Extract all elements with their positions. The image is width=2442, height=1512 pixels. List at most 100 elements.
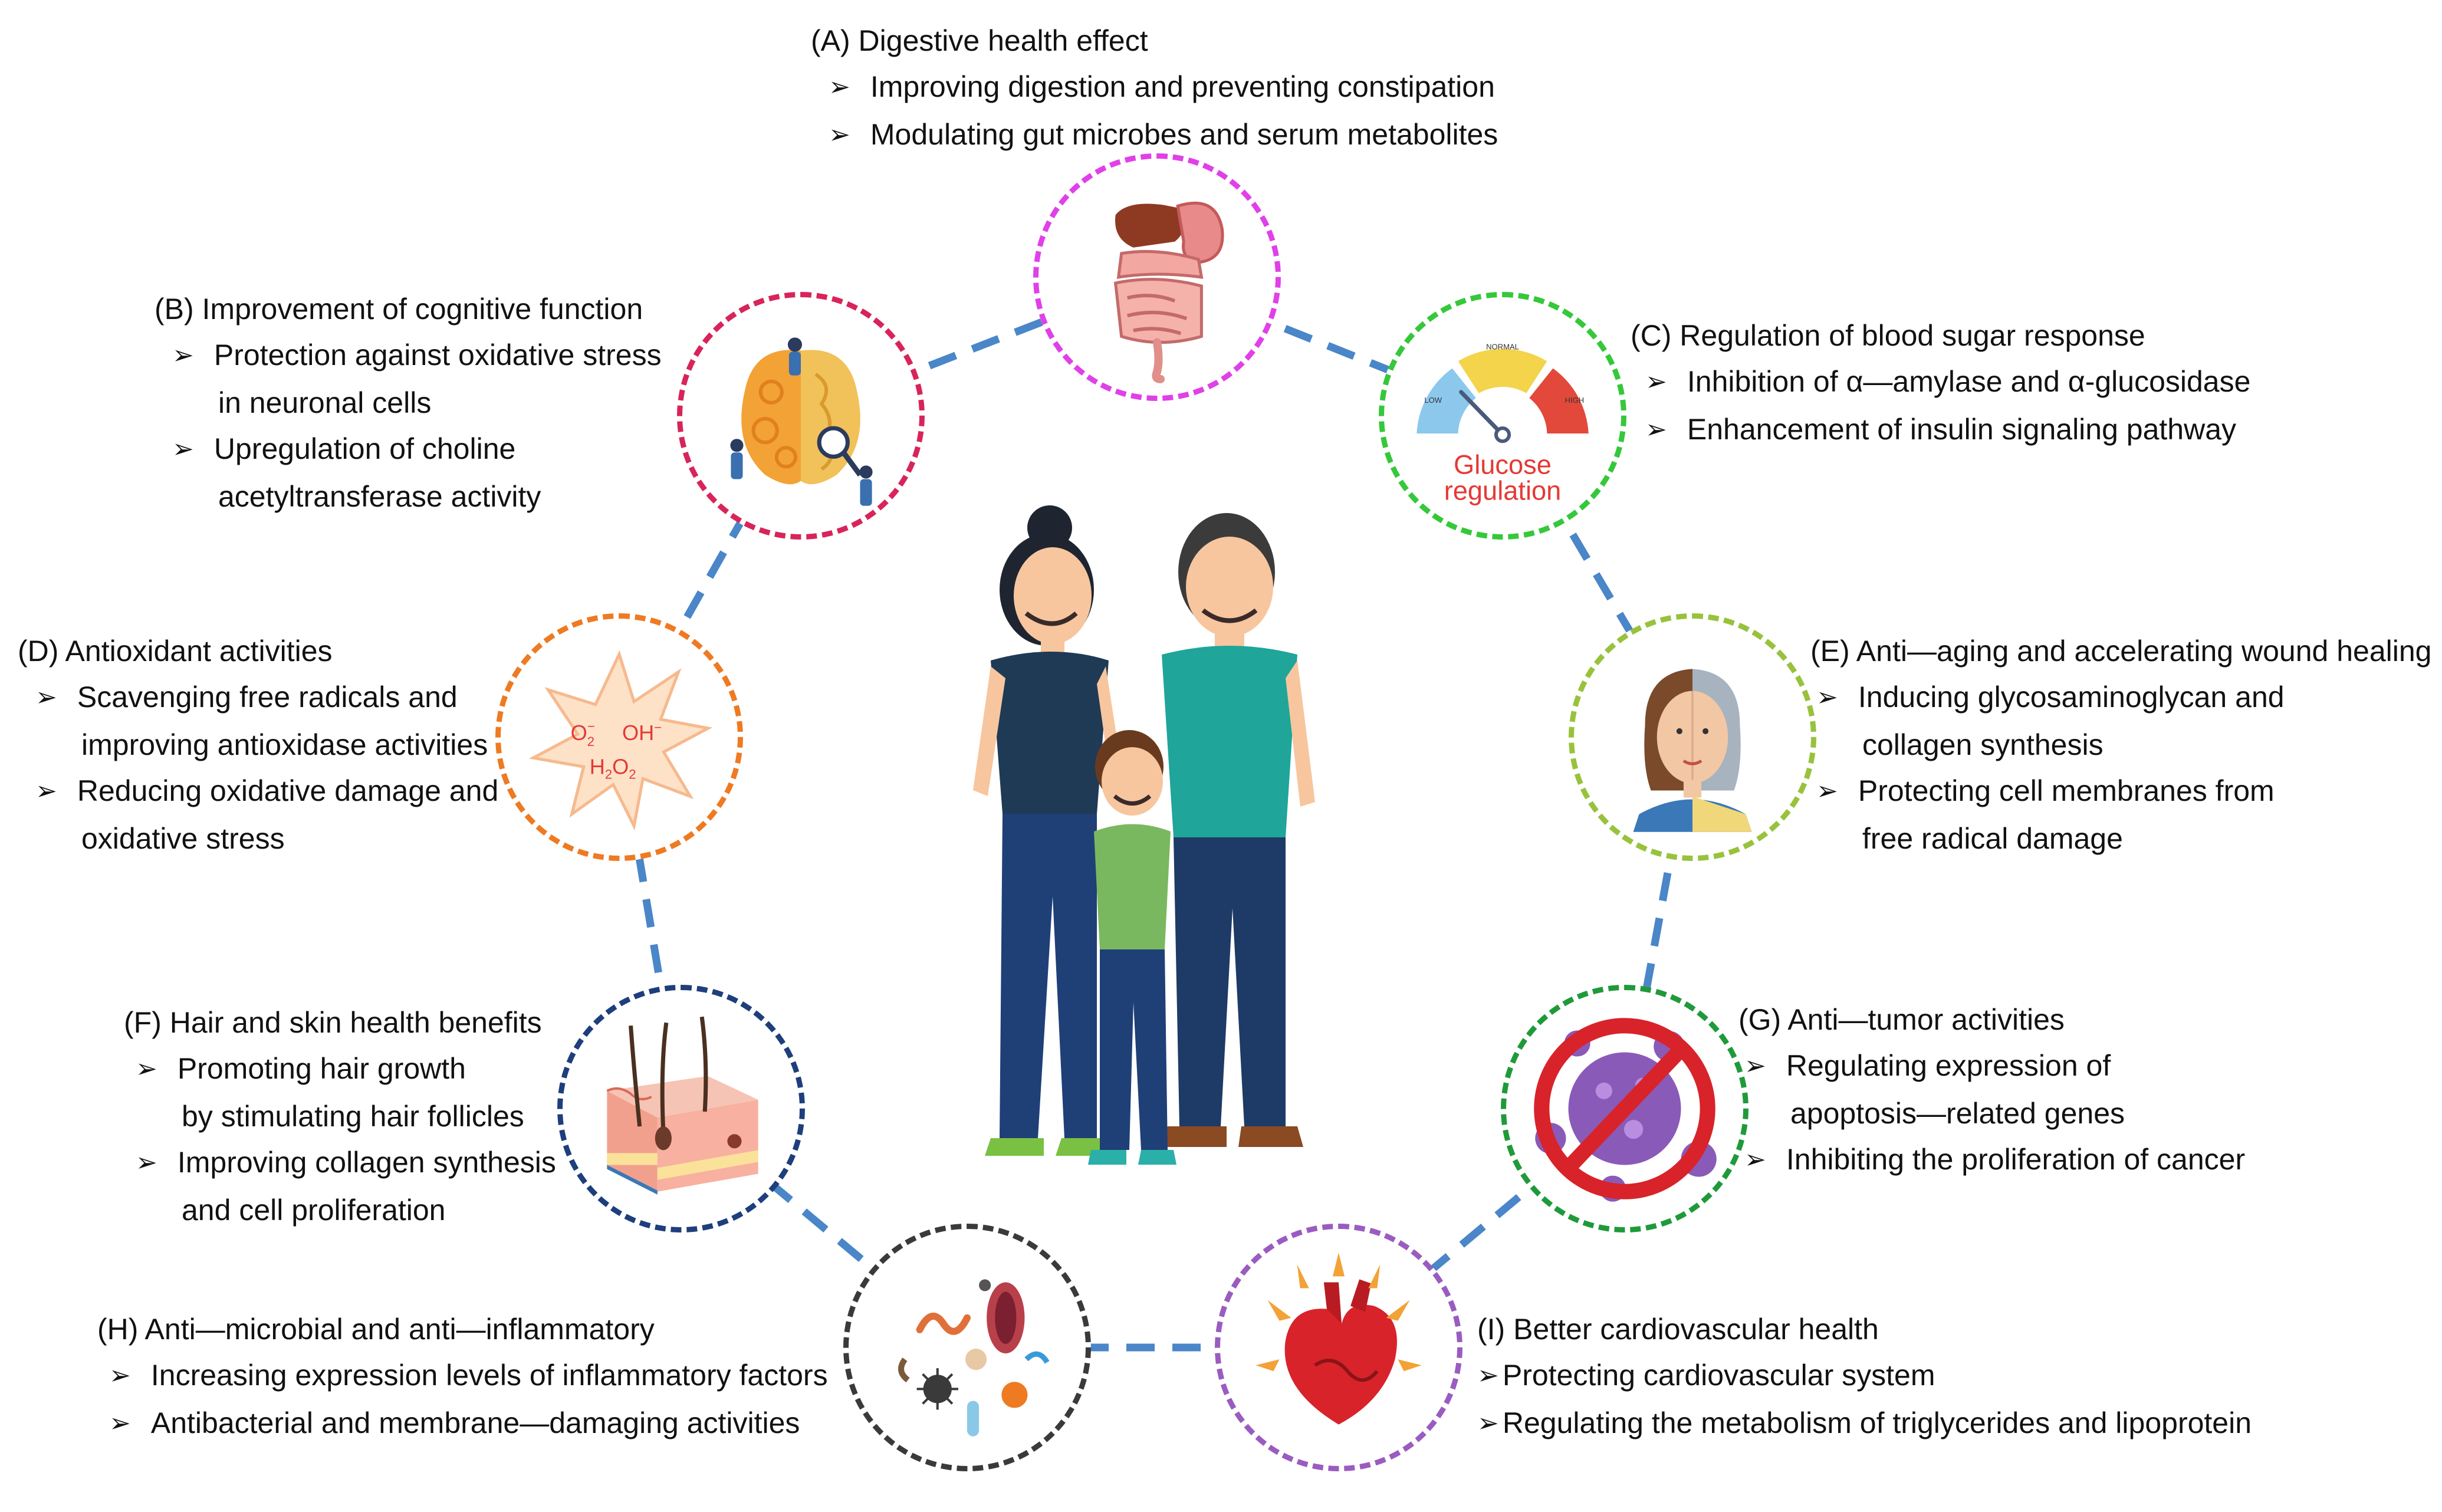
panel-a-list: ➢ Improving digestion and preventing cons… xyxy=(811,64,1498,159)
radical-h2o2: H2O2 xyxy=(590,754,636,781)
item-text: Promoting hair growth xyxy=(177,1052,466,1085)
panel-f-list: ➢ Promoting hair growth by stimulating hai… xyxy=(124,1046,556,1233)
panel-a-title: (A) Digestive health effect xyxy=(811,24,1148,57)
list-item: ➢ Modulating gut microbes and serum metab… xyxy=(829,111,1498,159)
panel-g-title: (G) Anti—tumor activities xyxy=(1738,1003,2065,1036)
panel-f-title: (F) Hair and skin health benefits xyxy=(124,1006,542,1039)
panel-h-list: ➢ Increasing expression levels of inflamm… xyxy=(97,1352,828,1448)
circle-anti-microbial xyxy=(843,1224,1091,1471)
item-text: Modulating gut microbes and serum metabo… xyxy=(870,118,1498,151)
arrow-bullet-icon: ➢ xyxy=(1477,1409,1499,1438)
panel-antioxidant: (D) Antioxidant activities ➢ Scavenging f… xyxy=(18,628,498,862)
free-radical-burst-icon: O2− OH− H2O2 xyxy=(528,650,713,831)
list-item: ➢ Enhancement of insulin signaling pathwa… xyxy=(1645,406,2250,454)
item-text: Improving digestion and preventing const… xyxy=(870,70,1495,103)
item-text: Protecting cell membranes from xyxy=(1858,774,2275,807)
arrow-bullet-icon: ➢ xyxy=(1477,1361,1499,1390)
panel-i-list: ➢Protecting cardiovascular system ➢Regul… xyxy=(1477,1352,2252,1448)
list-item: ➢ Scavenging free radicals and improving a… xyxy=(35,674,498,768)
panel-anti-aging: (E) Anti—aging and accelerating wound he… xyxy=(1810,628,2431,862)
arrow-bullet-icon: ➢ xyxy=(829,120,850,149)
skin-hair-follicle-icon xyxy=(606,1016,758,1195)
item-text: Protecting cardiovascular system xyxy=(1502,1359,1935,1392)
circle-glucose: LOW NORMAL HIGH Glucose regulation xyxy=(1379,292,1626,540)
list-item: ➢ Improving collagen synthesis and cell pr… xyxy=(136,1139,556,1233)
arrow-bullet-icon: ➢ xyxy=(1816,777,1838,806)
arrow-bullet-icon: ➢ xyxy=(35,683,57,712)
panel-c-title: (C) Regulation of blood sugar response xyxy=(1631,319,2145,352)
arrow-bullet-icon: ➢ xyxy=(109,1361,131,1390)
family-illustration xyxy=(973,505,1315,1165)
arrow-bullet-icon: ➢ xyxy=(109,1409,131,1438)
item-text-cont: free radical damage xyxy=(1862,822,2123,855)
list-item: ➢Protecting cardiovascular system xyxy=(1477,1352,2252,1400)
item-text: Increasing expression levels of inflamma… xyxy=(150,1359,828,1392)
arrow-bullet-icon: ➢ xyxy=(1816,683,1838,712)
glucose-gauge-icon: LOW NORMAL HIGH Glucose regulation xyxy=(1416,342,1589,506)
circle-anti-tumor xyxy=(1501,985,1748,1232)
no-tumor-cell-icon xyxy=(1534,1018,1717,1202)
radical-oh: OH− xyxy=(622,720,662,745)
item-text: Inducing glycosaminoglycan and xyxy=(1858,681,2285,714)
item-text-cont: improving antioxidase activities xyxy=(81,728,488,761)
panel-b-list: ➢ Protection against oxidative stress in n… xyxy=(155,332,662,520)
list-item: ➢ Improving digestion and preventing cons… xyxy=(829,64,1498,111)
list-item: ➢ Regulating expression of apoptosis—relat… xyxy=(1744,1043,2245,1136)
arrow-bullet-icon: ➢ xyxy=(136,1054,157,1083)
radical-o2: O2− xyxy=(571,719,595,749)
circle-cognitive xyxy=(677,292,925,540)
item-text: Regulating expression of xyxy=(1786,1049,2111,1082)
circle-cardiovascular xyxy=(1215,1224,1462,1471)
circle-digestive xyxy=(1033,153,1281,401)
list-item: ➢ Protection against oxidative stress in n… xyxy=(172,332,662,426)
panel-h-title: (H) Anti—microbial and anti—inflammatory xyxy=(97,1313,655,1346)
item-text-cont: in neuronal cells xyxy=(218,386,432,419)
gauge-normal-label: NORMAL xyxy=(1486,342,1519,351)
panel-d-title: (D) Antioxidant activities xyxy=(18,635,333,668)
circle-antioxidant: O2− OH− H2O2 xyxy=(495,613,743,861)
panel-e-title: (E) Anti—aging and accelerating wound he… xyxy=(1810,635,2432,668)
arrow-bullet-icon: ➢ xyxy=(1645,367,1667,396)
item-text-cont: apoptosis—related genes xyxy=(1790,1097,2125,1130)
digestive-system-icon xyxy=(1113,201,1224,383)
item-text: Enhancement of insulin signaling pathway xyxy=(1687,413,2237,446)
gauge-high-label: HIGH xyxy=(1565,396,1585,405)
panel-i-title: (I) Better cardiovascular health xyxy=(1477,1313,1879,1346)
arrow-bullet-icon: ➢ xyxy=(1744,1145,1766,1174)
arrow-bullet-icon: ➢ xyxy=(1744,1051,1766,1080)
list-item: ➢ Promoting hair growth by stimulating hai… xyxy=(136,1046,556,1139)
item-text-cont: and cell proliferation xyxy=(182,1194,446,1227)
item-text: Scavenging free radicals and xyxy=(77,681,458,714)
list-item: ➢ Protecting cell membranes from free radi… xyxy=(1816,768,2431,862)
aging-face-icon xyxy=(1633,669,1752,832)
panel-d-list: ➢ Scavenging free radicals and improving a… xyxy=(18,674,498,862)
item-text: Upregulation of choline xyxy=(213,432,516,465)
panel-g-list: ➢ Regulating expression of apoptosis—relat… xyxy=(1738,1043,2245,1184)
item-text: Protection against oxidative stress xyxy=(213,338,662,372)
list-item: ➢ Upregulation of choline acetyltransferas… xyxy=(172,426,662,520)
panel-hair-skin: (F) Hair and skin health benefits ➢ Promo… xyxy=(124,1000,556,1233)
item-text: Inhibition of α—amylase and α-glucosidas… xyxy=(1687,365,2251,398)
arrow-bullet-icon: ➢ xyxy=(1645,415,1667,444)
arrow-bullet-icon: ➢ xyxy=(172,435,194,464)
circle-anti-aging xyxy=(1569,613,1816,861)
arrow-bullet-icon: ➢ xyxy=(136,1148,157,1177)
item-text: Inhibiting the proliferation of cancer xyxy=(1786,1143,2246,1176)
list-item: ➢ Increasing expression levels of inflamm… xyxy=(109,1352,828,1400)
arrow-bullet-icon: ➢ xyxy=(172,341,194,370)
item-text: Antibacterial and membrane—damaging acti… xyxy=(150,1406,800,1439)
panel-cognitive: (B) Improvement of cognitive function ➢P… xyxy=(155,286,662,520)
item-text-cont: by stimulating hair follicles xyxy=(182,1100,524,1133)
glucose-label-line2: regulation xyxy=(1444,476,1562,506)
item-text: Improving collagen synthesis xyxy=(177,1146,556,1179)
microbes-icon xyxy=(898,1279,1050,1437)
arrow-bullet-icon: ➢ xyxy=(829,73,850,101)
arrow-bullet-icon: ➢ xyxy=(35,777,57,806)
panel-glucose: (C) Regulation of blood sugar response ➢… xyxy=(1631,313,2250,454)
item-text-cont: acetyltransferase activity xyxy=(218,480,541,513)
list-item: ➢Regulating the metabolism of triglyceri… xyxy=(1477,1400,2252,1448)
brain-cognition-icon xyxy=(730,337,873,506)
panel-c-list: ➢ Inhibition of α—amylase and α-glucosida… xyxy=(1631,359,2250,454)
